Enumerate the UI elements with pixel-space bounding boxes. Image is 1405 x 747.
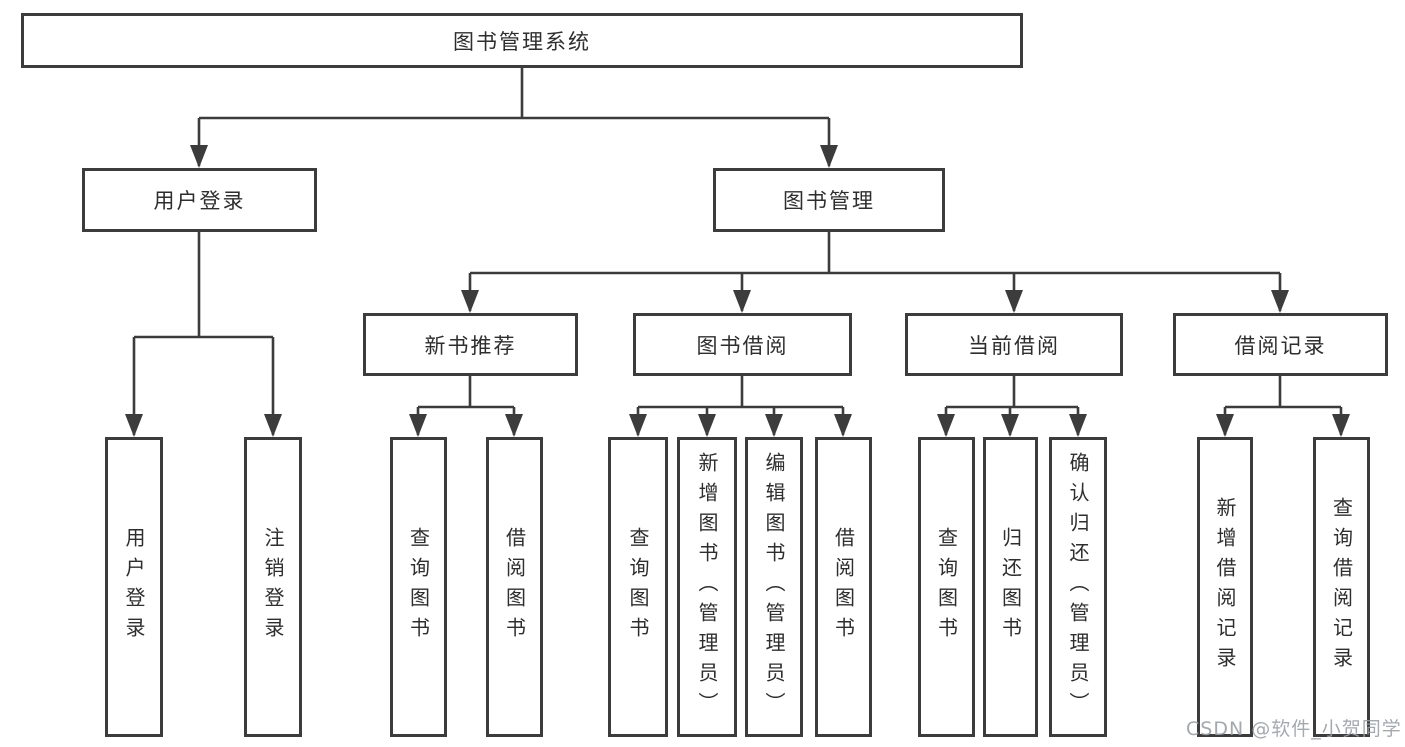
csdn-watermark: CSDN @软件_小贺同学 bbox=[1186, 718, 1402, 740]
node-borrow-record: 借阅记录 bbox=[1173, 313, 1388, 376]
leaf-borrow-query: 查询图书 bbox=[608, 437, 668, 737]
node-book-management: 图书管理 bbox=[713, 168, 945, 232]
node-user-login: 用户登录 bbox=[82, 168, 317, 232]
leaf-newbook-borrow: 借阅图书 bbox=[486, 437, 543, 737]
leaf-borrow-add-admin: 新增图书（管理员） bbox=[677, 437, 737, 737]
node-current-borrow: 当前借阅 bbox=[905, 313, 1123, 376]
arrowheads bbox=[125, 145, 1350, 437]
leaf-current-confirm-admin: 确认归还（管理员） bbox=[1049, 437, 1107, 737]
node-book-borrow: 图书借阅 bbox=[633, 313, 852, 376]
leaf-current-query: 查询图书 bbox=[918, 437, 975, 737]
leaf-user-login: 用户登录 bbox=[105, 437, 163, 737]
leaf-borrow-edit-admin: 编辑图书（管理员） bbox=[745, 437, 803, 737]
leaf-newbook-query: 查询图书 bbox=[390, 437, 447, 737]
node-new-book-recommend: 新书推荐 bbox=[363, 313, 578, 376]
leaf-logout: 注销登录 bbox=[244, 437, 302, 737]
leaf-record-query: 查询借阅记录 bbox=[1313, 437, 1370, 737]
connector-wires bbox=[132, 68, 1343, 435]
leaf-record-add: 新增借阅记录 bbox=[1197, 437, 1253, 737]
node-root: 图书管理系统 bbox=[21, 13, 1023, 68]
leaf-current-return: 归还图书 bbox=[983, 437, 1038, 737]
leaf-borrow-borrow: 借阅图书 bbox=[815, 437, 872, 737]
